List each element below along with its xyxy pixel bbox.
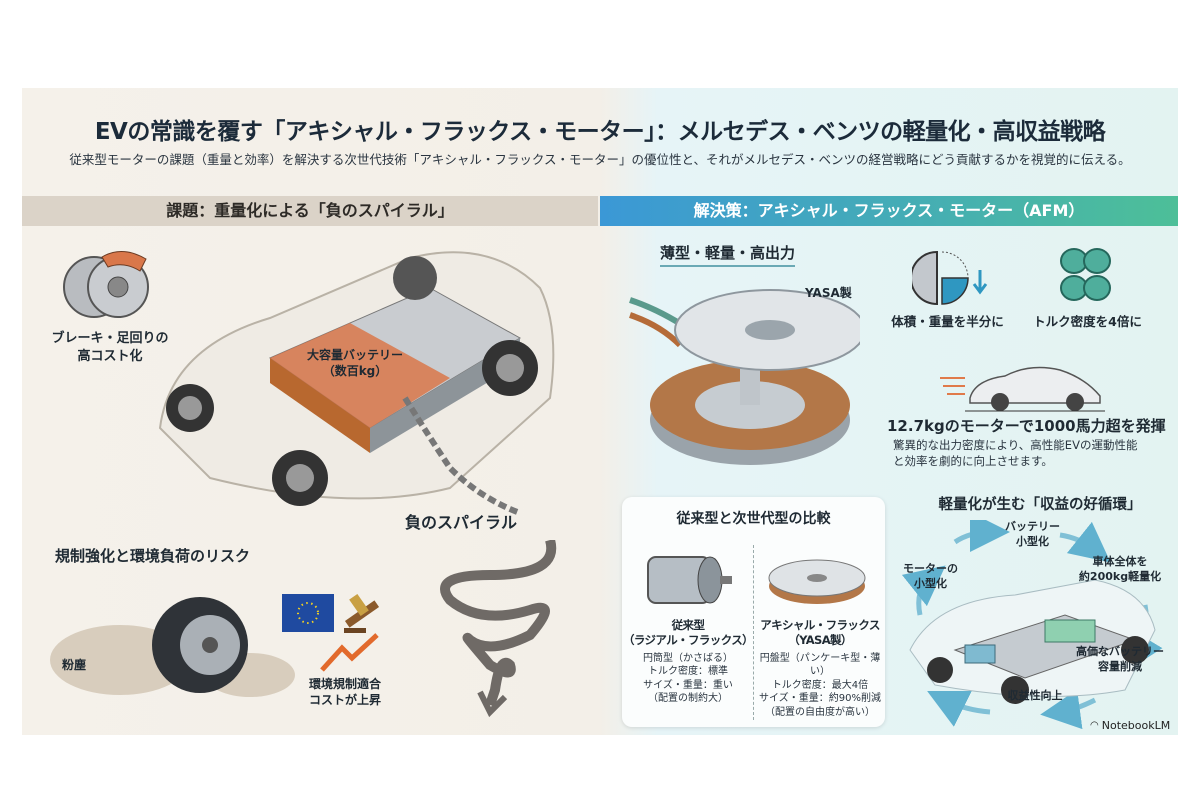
power-desc-line1: 驚異的な出力密度により、高性能EVの運動性能 <box>893 438 1138 452</box>
comparison-divider <box>753 545 754 720</box>
battery-label-line2: （数百kg） <box>322 364 388 379</box>
brake-label-line2: 高コスト化 <box>77 348 143 364</box>
problem-section-header: 課題：重量化による「負のスパイラル」 <box>22 196 598 226</box>
conventional-name-line1: 従来型 <box>671 618 705 632</box>
conventional-spec: トルク密度：標準 <box>648 666 728 678</box>
downward-spiral-icon <box>440 540 557 718</box>
yasa-label: YASA製 <box>805 286 852 300</box>
cycle-title: 軽量化が生む「収益の好循環」 <box>938 497 1142 513</box>
conventional-column: 従来型 （ラジアル・フラックス） 円筒型（かさばる） トルク密度：標準 サイズ・… <box>622 618 754 706</box>
battery-label-line1: 大容量バッテリー <box>306 348 403 362</box>
notebooklm-logo-icon: ◠ <box>1090 720 1099 731</box>
heavy-ev-car-illustration <box>158 251 555 516</box>
cost-label-line1: 環境規制適合 <box>308 677 381 691</box>
half-volume-icon <box>912 250 988 306</box>
axial-spec: トルク密度：最大4倍 <box>771 679 869 691</box>
cycle-step-profit: 収益性向上 <box>1007 689 1063 702</box>
dust-label: 粉塵 <box>62 658 87 672</box>
brake-disc-icon <box>63 251 149 318</box>
page-title: EVの常識を覆す「アキシャル・フラックス・モーター」：メルセデス・ベンツの軽量化… <box>94 119 1106 145</box>
volume-label: 体積・重量を半分に <box>891 314 1004 329</box>
cycle-step-battery-2: 小型化 <box>1016 534 1049 548</box>
motor-title: 薄型・軽量・高出力 <box>660 243 796 268</box>
axial-spec: サイズ・重量：約90%削減 <box>759 693 881 705</box>
axial-column: アキシャル・フラックス （YASA製） 円盤型（パンケーキ型・薄い） トルク密度… <box>756 618 884 719</box>
conventional-spec: サイズ・重量：重い <box>643 679 733 691</box>
spiral-label: 負のスパイラル <box>405 513 518 532</box>
conventional-spec: 円筒型（かさばる） <box>643 652 733 664</box>
power-desc-line2: と効率を劇的に向上させます。 <box>893 453 1053 468</box>
radial-motor-icon <box>647 556 732 604</box>
axial-name-line2: （YASA製） <box>788 632 852 647</box>
tire-dust-illustration <box>50 597 295 697</box>
cycle-step-weight: 車体全体を <box>1092 555 1148 568</box>
virtuous-cycle-diagram <box>901 520 1163 730</box>
axial-motor-icon <box>768 559 866 604</box>
brake-label-line1: ブレーキ・足回りの <box>51 331 169 346</box>
axial-spec: 円盤型（パンケーキ型・薄い） <box>759 652 881 678</box>
sports-car-icon <box>940 366 1105 412</box>
power-title: 12.7kgのモーターで1000馬力超を発揮 <box>887 417 1166 435</box>
regulation-risk-title: 規制強化と環境負荷のリスク <box>55 547 251 565</box>
cycle-step-battery: バッテリー <box>1005 520 1060 533</box>
solution-section-header: 解決策：アキシャル・フラックス・モーター（AFM） <box>600 196 1178 226</box>
page-subtitle: 従来型モーターの課題（重量と効率）を解決する次世代技術「アキシャル・フラックス・… <box>69 152 1131 167</box>
axial-spec: （配置の自由度が高い） <box>765 706 875 718</box>
conventional-name-line2: （ラジアル・フラックス） <box>622 632 754 647</box>
conventional-spec: （配置の制約大） <box>648 693 728 705</box>
axial-flux-motor-illustration <box>629 289 860 465</box>
cycle-step-capacity: 高価なバッテリー <box>1076 645 1164 658</box>
clover-torque-icon <box>1060 248 1111 301</box>
eu-regulation-icon <box>282 593 380 672</box>
cycle-step-weight-2: 約200kg軽量化 <box>1078 569 1162 583</box>
cost-label-line2: コストが上昇 <box>308 693 381 708</box>
cycle-step-capacity-2: 容量削減 <box>1098 659 1142 673</box>
cycle-step-motor-2: 小型化 <box>914 576 947 590</box>
brand-label: NotebookLM <box>1101 719 1171 732</box>
cycle-step-motor: モーターの <box>903 562 958 575</box>
axial-name-line1: アキシャル・フラックス <box>760 618 880 632</box>
torque-label: トルク密度を4倍に <box>1033 314 1142 329</box>
comparison-title: 従来型と次世代型の比較 <box>676 511 831 527</box>
